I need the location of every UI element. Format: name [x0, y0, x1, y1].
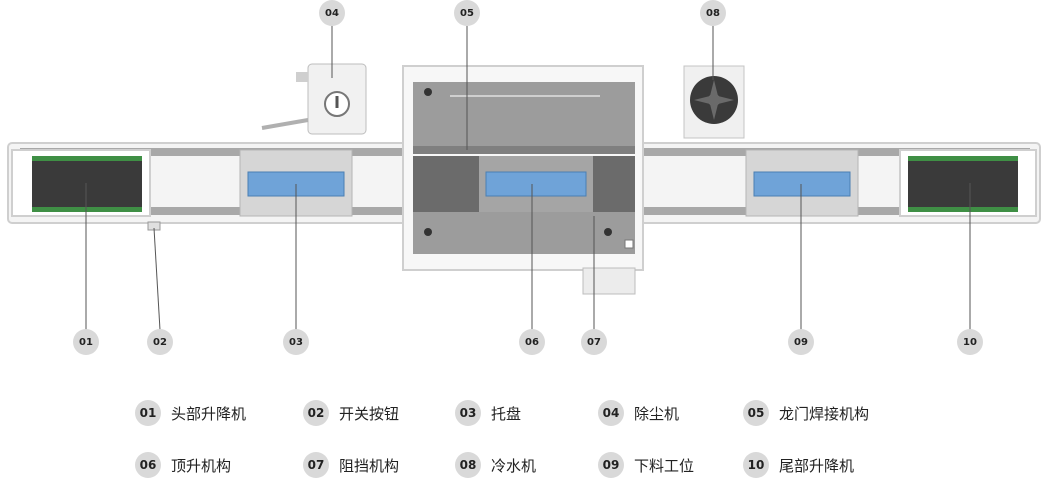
- callout-05: 05: [454, 0, 480, 26]
- tail-lift-belt-edge-top: [908, 156, 1018, 161]
- callout-09: 09: [788, 329, 814, 355]
- legend-label: 顶升机构: [171, 456, 232, 475]
- legend-item-09: 09 下料工位: [598, 451, 694, 479]
- gantry-upper-chamber: [413, 82, 635, 146]
- legend-num: 02: [303, 400, 329, 426]
- callout-04: 04: [319, 0, 345, 26]
- legend-label: 尾部升降机: [779, 456, 855, 475]
- tail-lift-belt-edge-bottom: [908, 207, 1018, 212]
- legend-num: 04: [598, 400, 624, 426]
- legend-label: 阻挡机构: [339, 456, 400, 475]
- legend-num: 01: [135, 400, 161, 426]
- legend-num: 07: [303, 452, 329, 478]
- gantry-left-block: [413, 156, 479, 212]
- tray-09: [753, 171, 851, 197]
- legend-item-01: 01 头部升降机: [135, 399, 246, 427]
- head-lift-belt: [32, 156, 142, 212]
- legend-item-04: 04 除尘机: [598, 399, 679, 427]
- callout-01: 01: [73, 329, 99, 355]
- legend-label: 下料工位: [634, 456, 695, 475]
- legend-label: 冷水机: [491, 456, 537, 475]
- component-legend: 01 头部升降机 02 开关按钮 03 托盘 04 除尘机 05 龙门焊接机构 …: [0, 395, 1050, 481]
- legend-item-05: 05 龙门焊接机构: [743, 399, 869, 427]
- legend-label: 开关按钮: [339, 404, 400, 423]
- legend-num: 05: [743, 400, 769, 426]
- callout-06: 06: [519, 329, 545, 355]
- callout-02: 02: [147, 329, 173, 355]
- legend-label: 龙门焊接机构: [779, 404, 870, 423]
- gantry-lower-chamber: [413, 212, 635, 254]
- head-lift-belt-edge-bottom: [32, 207, 142, 212]
- dust-collector-hose: [261, 118, 309, 130]
- legend-num: 09: [598, 452, 624, 478]
- callout-08: 08: [700, 0, 726, 26]
- legend-num: 06: [135, 452, 161, 478]
- blocking-unit: [582, 267, 636, 295]
- tail-lift-belt: [908, 156, 1018, 212]
- legend-item-10: 10 尾部升降机: [743, 451, 854, 479]
- legend-num: 08: [455, 452, 481, 478]
- gantry-beam: [413, 146, 635, 154]
- legend-label: 托盘: [491, 404, 522, 423]
- gantry-right-block: [593, 156, 635, 212]
- tray-gantry: [485, 171, 587, 197]
- legend-item-03: 03 托盘: [455, 399, 521, 427]
- legend-item-08: 08 冷水机: [455, 451, 536, 479]
- callout-03: 03: [283, 329, 309, 355]
- legend-item-07: 07 阻挡机构: [303, 451, 399, 479]
- legend-label: 除尘机: [634, 404, 680, 423]
- head-lift-belt-edge-top: [32, 156, 142, 161]
- leader-lines: [85, 26, 971, 331]
- legend-num: 03: [455, 400, 481, 426]
- legend-item-02: 02 开关按钮: [303, 399, 399, 427]
- machine-drawing: [7, 26, 1041, 331]
- legend-num: 10: [743, 452, 769, 478]
- legend-item-06: 06 顶升机构: [135, 451, 231, 479]
- callout-10: 10: [957, 329, 983, 355]
- callout-07: 07: [581, 329, 607, 355]
- legend-label: 头部升降机: [171, 404, 247, 423]
